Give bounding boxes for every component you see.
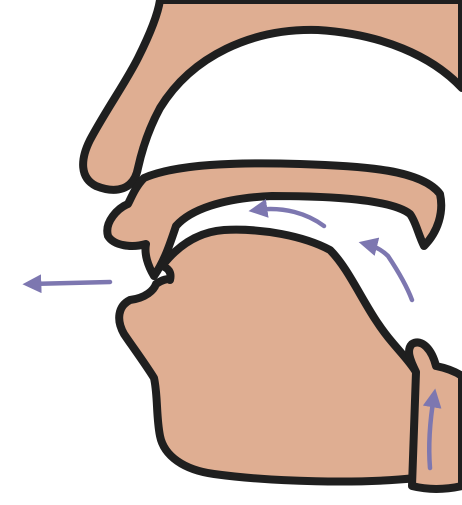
airflow-arrow-exit bbox=[30, 282, 110, 284]
